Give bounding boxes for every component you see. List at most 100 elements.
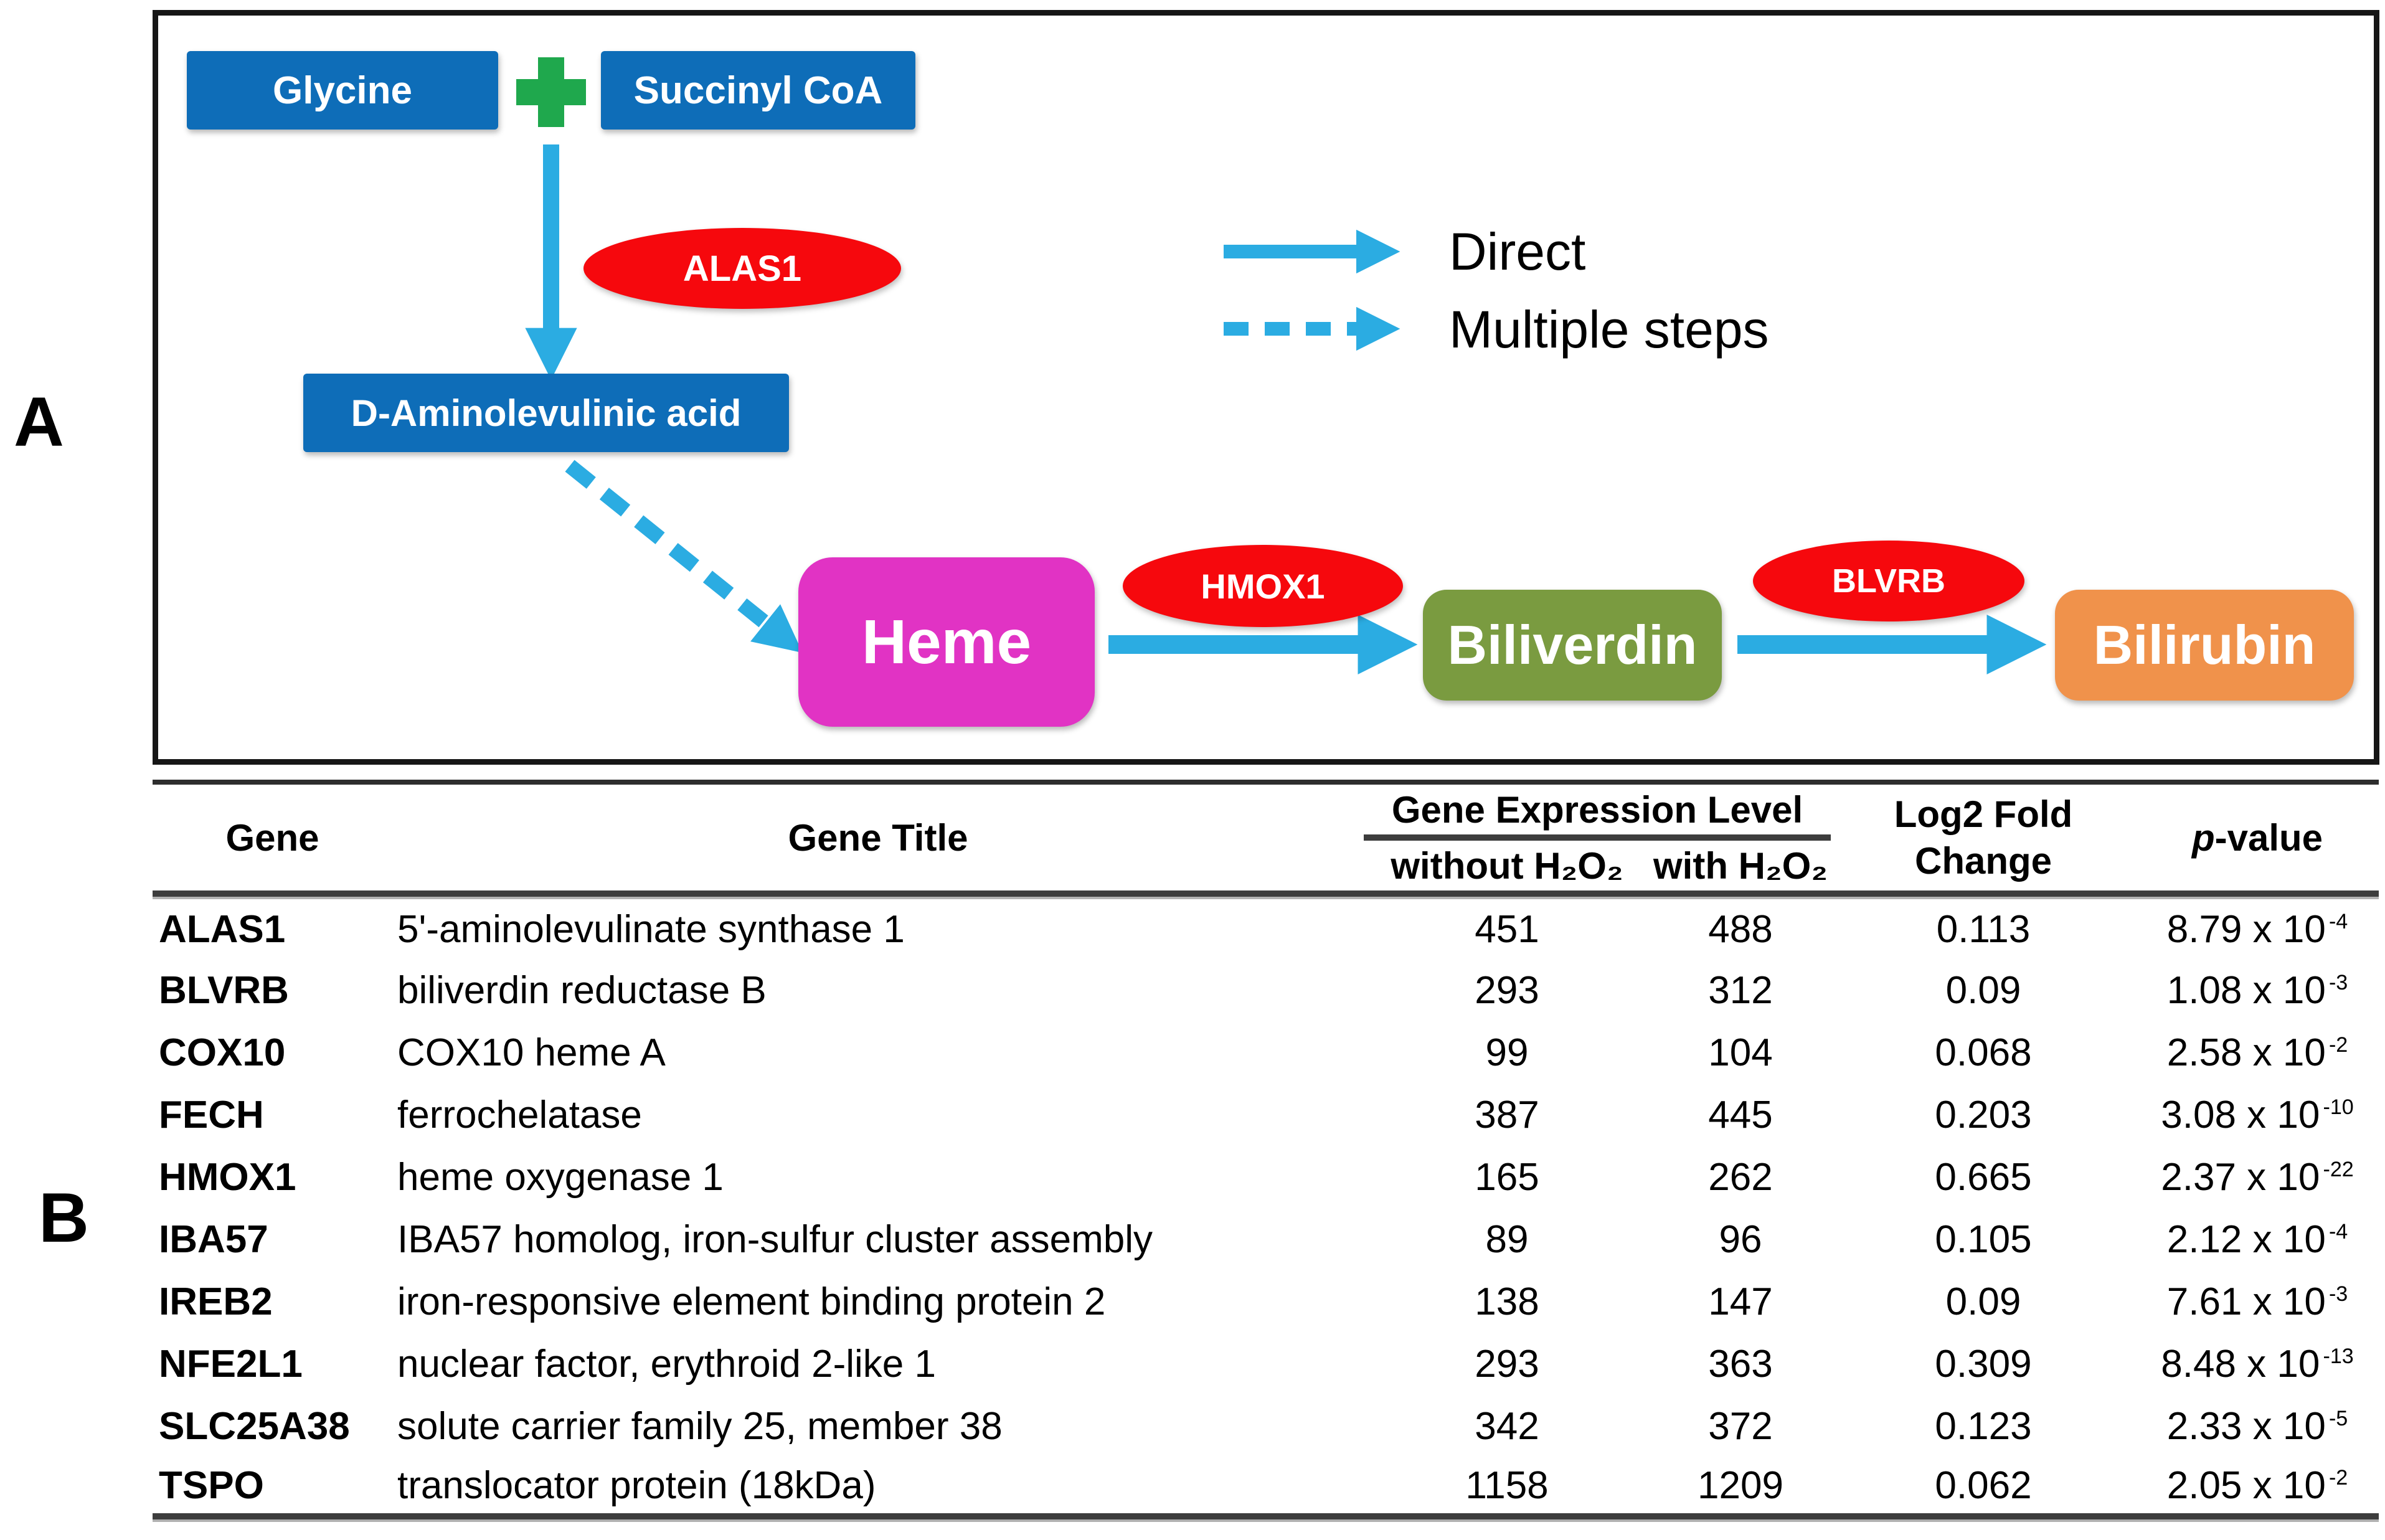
pvalue-base: 2.33 x 10 bbox=[2166, 1404, 2326, 1448]
gene-cell: NFE2L1 bbox=[159, 1342, 303, 1386]
enzyme-alas1: ALAS1 bbox=[583, 228, 901, 309]
node-d-aminolevulinic-acid: D-Aminolevulinic acid bbox=[303, 374, 789, 452]
pvalue-exponent: -13 bbox=[2323, 1344, 2354, 1368]
gene-cell: FECH bbox=[159, 1093, 264, 1136]
pvalue-base: 2.05 x 10 bbox=[2166, 1463, 2326, 1507]
pvalue-base: 2.12 x 10 bbox=[2166, 1217, 2326, 1261]
header-log2-line2: Change bbox=[1914, 840, 2052, 882]
gene-title-cell: IBA57 homolog, iron-sulfur cluster assem… bbox=[397, 1217, 1153, 1261]
gene-title-cell: nuclear factor, erythroid 2-like 1 bbox=[397, 1342, 936, 1386]
gene-title-cell: 5'-aminolevulinate synthase 1 bbox=[392, 897, 1364, 959]
table-body: ALAS1 5'-aminolevulinate synthase 1 451 … bbox=[153, 897, 2379, 1519]
pvalue-cell: 8.48 x 10-13 bbox=[2136, 1333, 2379, 1395]
expression-with-cell: 445 bbox=[1708, 1093, 1773, 1136]
pvalue-base: 2.37 x 10 bbox=[2161, 1155, 2320, 1199]
gene-title-cell: COX10 heme A bbox=[397, 1031, 666, 1074]
table-row: NFE2L1 nuclear factor, erythroid 2-like … bbox=[153, 1333, 2379, 1395]
table-header: Gene Gene Title Gene Expression Level Lo… bbox=[153, 785, 2379, 897]
node-glycine: Glycine bbox=[187, 51, 498, 130]
table-row: IREB2 iron-responsive element binding pr… bbox=[153, 1270, 2379, 1333]
legend-multiple-steps-label: Multiple steps bbox=[1449, 300, 1769, 359]
log2-fold-change-cell: 0.068 bbox=[1935, 1031, 2032, 1074]
expression-without-cell: 138 bbox=[1475, 1280, 1539, 1323]
gene-cell: SLC25A38 bbox=[159, 1404, 350, 1448]
pvalue-exponent: -22 bbox=[2323, 1157, 2354, 1181]
gene-cell: IREB2 bbox=[159, 1280, 273, 1323]
table-row: BLVRB biliverdin reductase B 293 312 0.0… bbox=[153, 959, 2379, 1021]
gene-cell: IBA57 bbox=[159, 1217, 268, 1261]
gene-cell: BLVRB bbox=[159, 968, 289, 1012]
pvalue-exponent: -2 bbox=[2328, 1465, 2348, 1490]
pvalue-base: 1.08 x 10 bbox=[2166, 968, 2326, 1012]
gene-cell: HMOX1 bbox=[159, 1155, 296, 1199]
table-row: SLC25A38 solute carrier family 25, membe… bbox=[153, 1395, 2379, 1457]
table-row: ALAS1 5'-aminolevulinate synthase 1 451 … bbox=[153, 897, 2379, 959]
pvalue-cell: 2.05 x 10-2 bbox=[2136, 1457, 2379, 1519]
expression-without-cell: 165 bbox=[1475, 1155, 1539, 1199]
header-pvalue-p: p bbox=[2191, 816, 2215, 859]
expression-with-cell: 1209 bbox=[1650, 1457, 1831, 1519]
expression-with-cell: 488 bbox=[1650, 897, 1831, 959]
pvalue-exponent: -2 bbox=[2328, 1032, 2348, 1057]
expression-without-cell: 293 bbox=[1475, 1342, 1539, 1386]
pvalue-exponent: -4 bbox=[2328, 909, 2348, 933]
log2-fold-change-cell: 0.062 bbox=[1831, 1457, 2136, 1519]
gene-expression-table: Gene Gene Title Gene Expression Level Lo… bbox=[153, 780, 2379, 1522]
pvalue-base: 7.61 x 10 bbox=[2166, 1280, 2326, 1323]
expression-without-cell: 99 bbox=[1485, 1031, 1529, 1074]
pvalue-base: 3.08 x 10 bbox=[2161, 1093, 2320, 1136]
expression-without-cell: 1158 bbox=[1364, 1457, 1650, 1519]
expression-with-cell: 262 bbox=[1708, 1155, 1773, 1199]
expression-without-cell: 387 bbox=[1475, 1093, 1539, 1136]
gene-cell: TSPO bbox=[153, 1457, 392, 1519]
table-row: TSPO translocator protein (18kDa) 1158 1… bbox=[153, 1457, 2379, 1519]
panel-a-label: A bbox=[14, 383, 64, 461]
gene-title-cell: biliverdin reductase B bbox=[397, 968, 767, 1012]
pvalue-base: 8.48 x 10 bbox=[2161, 1342, 2320, 1386]
expression-with-cell: 363 bbox=[1708, 1342, 1773, 1386]
legend-direct-label: Direct bbox=[1449, 222, 1586, 281]
node-bilirubin: Bilirubin bbox=[2055, 590, 2354, 701]
pvalue-cell: 2.37 x 10-22 bbox=[2136, 1146, 2379, 1208]
log2-fold-change-cell: 0.309 bbox=[1935, 1342, 2032, 1386]
expression-with-cell: 147 bbox=[1708, 1280, 1773, 1323]
header-log2-fold-change: Log2 Fold Change bbox=[1831, 785, 2136, 897]
header-without-h2o2: without H₂O₂ bbox=[1364, 841, 1650, 897]
expression-without-cell: 451 bbox=[1364, 897, 1650, 959]
header-with-h2o2: with H₂O₂ bbox=[1650, 841, 1831, 897]
expression-with-cell: 372 bbox=[1708, 1404, 1773, 1448]
expression-without-cell: 293 bbox=[1475, 968, 1539, 1012]
enzyme-hmox1: HMOX1 bbox=[1123, 545, 1403, 627]
pvalue-exponent: -10 bbox=[2323, 1095, 2354, 1119]
header-log2-line1: Log2 Fold bbox=[1894, 793, 2073, 835]
pvalue-cell: 2.12 x 10-4 bbox=[2136, 1208, 2379, 1270]
pvalue-exponent: -3 bbox=[2328, 1282, 2348, 1306]
expression-with-cell: 96 bbox=[1719, 1217, 1762, 1261]
node-succinyl-coa: Succinyl CoA bbox=[601, 51, 915, 130]
pvalue-exponent: -4 bbox=[2328, 1219, 2348, 1244]
expression-with-cell: 104 bbox=[1708, 1031, 1773, 1074]
gene-cell: ALAS1 bbox=[153, 897, 392, 959]
pvalue-cell: 8.79 x 10-4 bbox=[2136, 897, 2379, 959]
gene-title-cell: ferrochelatase bbox=[397, 1093, 642, 1136]
panel-b-label: B bbox=[39, 1179, 89, 1257]
header-expression-group: Gene Expression Level bbox=[1364, 785, 1831, 841]
pvalue-cell: 2.58 x 10-2 bbox=[2136, 1021, 2379, 1084]
header-gene: Gene bbox=[153, 785, 392, 897]
expression-with-cell: 312 bbox=[1708, 968, 1773, 1012]
header-pvalue-rest: -value bbox=[2214, 816, 2323, 859]
pvalue-exponent: -3 bbox=[2328, 970, 2348, 994]
gene-title-cell: heme oxygenase 1 bbox=[397, 1155, 724, 1199]
pvalue-exponent: -5 bbox=[2328, 1406, 2348, 1430]
pvalue-base: 2.58 x 10 bbox=[2166, 1031, 2326, 1074]
pvalue-base: 8.79 x 10 bbox=[2166, 907, 2326, 951]
enzyme-blvrb: BLVRB bbox=[1753, 541, 2024, 621]
table-row: HMOX1 heme oxygenase 1 165 262 0.665 2.3… bbox=[153, 1146, 2379, 1208]
log2-fold-change-cell: 0.113 bbox=[1831, 897, 2136, 959]
node-biliverdin: Biliverdin bbox=[1423, 590, 1722, 701]
table-row: FECH ferrochelatase 387 445 0.203 3.08 x… bbox=[153, 1084, 2379, 1146]
pvalue-cell: 7.61 x 10-3 bbox=[2136, 1270, 2379, 1333]
header-pvalue: p-value bbox=[2136, 785, 2379, 897]
log2-fold-change-cell: 0.09 bbox=[1945, 968, 2021, 1012]
